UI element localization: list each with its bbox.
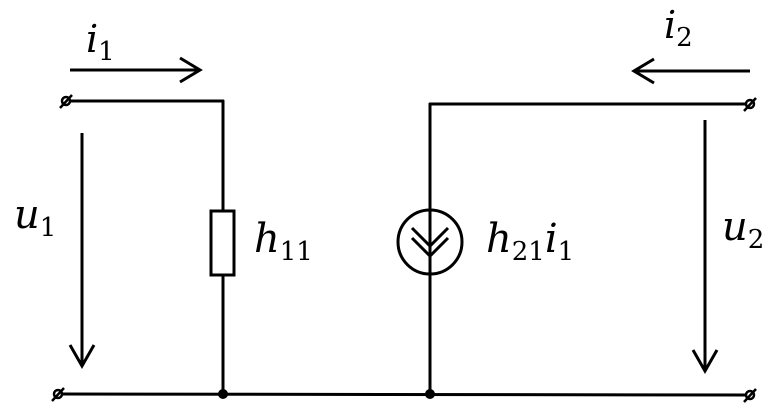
arrow-u1: [68, 133, 96, 370]
arrow-i1: [70, 56, 203, 84]
dependent-current-source: [396, 208, 464, 276]
terminal-bottom-right: [743, 388, 757, 403]
terminal-top-left: [59, 94, 73, 109]
label-u1: u1: [14, 192, 56, 243]
label-i2: i2: [664, 3, 693, 53]
label-h21i1: h21i1: [486, 216, 574, 267]
arrow-u2: [691, 120, 719, 375]
terminal-bottom-left: [51, 387, 65, 402]
wire-bottom: [56, 392, 752, 397]
label-h11: h11: [254, 216, 313, 267]
label-u2: u2: [722, 204, 764, 255]
junction-left: [218, 389, 228, 399]
resistor-h11: [209, 209, 236, 277]
junction-right: [425, 389, 435, 399]
arrow-i2: [631, 57, 750, 85]
label-i1: i1: [86, 17, 115, 67]
terminal-top-right: [743, 97, 757, 112]
